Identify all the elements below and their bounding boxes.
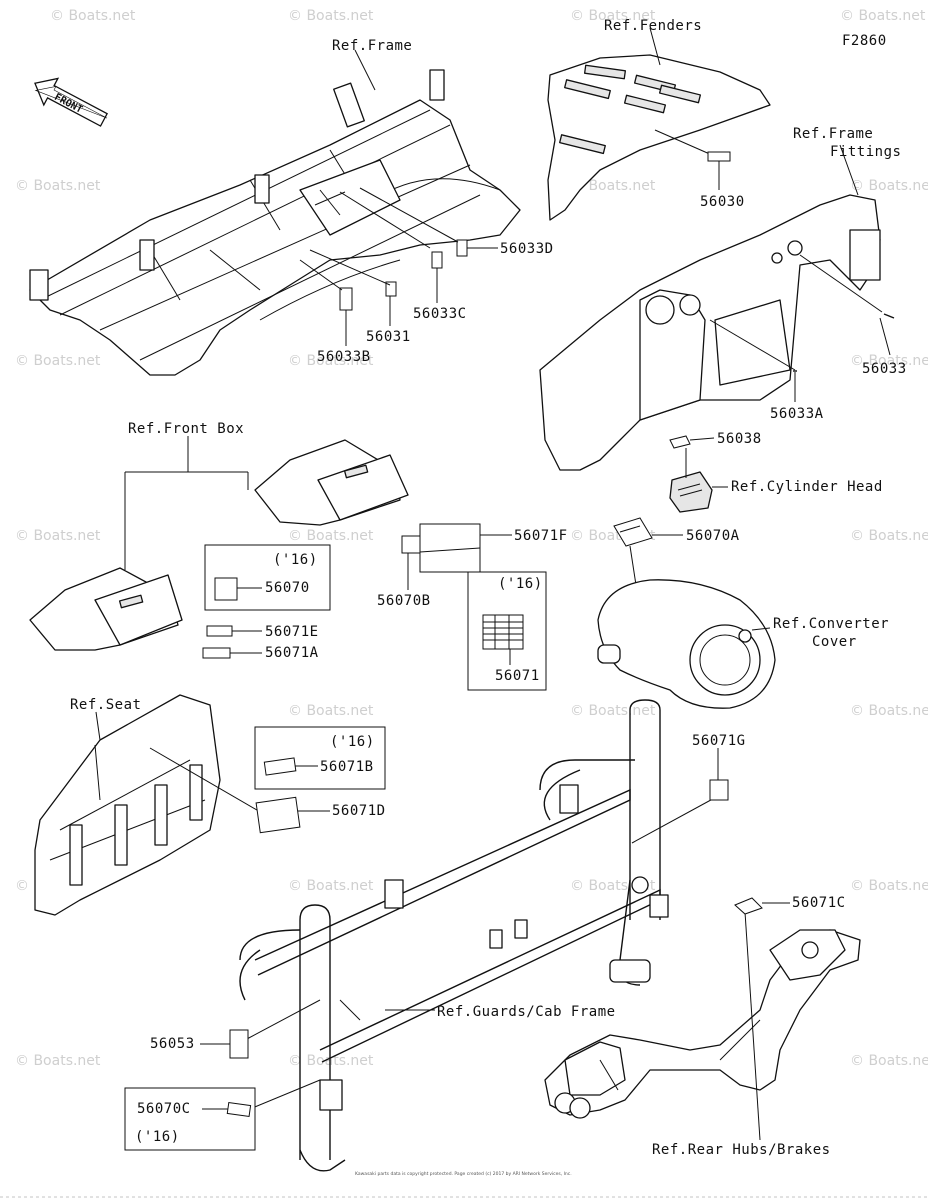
decal-56033: [883, 313, 895, 319]
group-56070C-box: [124, 1087, 256, 1151]
part-56070B: 56070B: [377, 593, 431, 609]
year-tag-56071: ('16): [498, 576, 543, 592]
watermark: © Boats.net: [288, 703, 374, 719]
decal-56033D: [456, 239, 468, 257]
figure-code: F2860: [842, 33, 887, 49]
watermark: © Boats.net: [15, 178, 101, 194]
group-56070-box: [204, 544, 331, 611]
frame-decals: [299, 187, 498, 346]
front-box-illustration: [29, 436, 409, 651]
ref-frame-label: Ref.Frame: [332, 38, 412, 54]
year-tag-56070: ('16): [273, 552, 318, 568]
part-56070: 56070: [265, 580, 310, 596]
part-56071D: 56071D: [332, 803, 386, 819]
part-56071E: 56071E: [265, 624, 319, 640]
fenders-illustration: [547, 27, 771, 221]
watermark: © Boats.net: [850, 703, 928, 719]
front-arrow-icon: FRONT: [34, 77, 108, 127]
part-56071G: 56071G: [692, 733, 746, 749]
decal-56031: [385, 281, 397, 297]
rear-hubs-brakes-illustration: [544, 911, 861, 1141]
watermark: © Boats.net: [288, 353, 374, 369]
ref-frame-fittings-label-2: Fittings: [830, 144, 901, 160]
part-56033B: 56033B: [317, 349, 371, 365]
watermark: © Boats.net: [288, 878, 374, 894]
watermark: © Boats.net: [15, 528, 101, 544]
watermark: © Boats.net: [15, 353, 101, 369]
part-56071F: 56071F: [514, 528, 568, 544]
decals-56071F-56070B: [401, 523, 512, 590]
cylinder-head-illustration: [669, 435, 728, 513]
part-56033: 56033: [862, 361, 907, 377]
ref-cylinder-head-label: Ref.Cylinder Head: [731, 479, 883, 495]
group-56071B-box: [254, 726, 386, 790]
part-56071: 56071: [495, 668, 540, 684]
part-56033A: 56033A: [770, 406, 824, 422]
ref-front-box-label: Ref.Front Box: [128, 421, 244, 437]
ref-fenders-label: Ref.Fenders: [604, 18, 702, 34]
year-tag-56071B: ('16): [330, 734, 375, 750]
watermark: © Boats.net: [288, 1053, 374, 1069]
part-56071A: 56071A: [265, 645, 319, 661]
frame-fittings-illustration: [539, 144, 891, 471]
watermark: © Boats.net: [570, 178, 656, 194]
year-tag-56070C: ('16): [135, 1129, 180, 1145]
part-56071C: 56071C: [792, 895, 846, 911]
ref-converter-cover-label-2: Cover: [812, 634, 857, 650]
watermark: © Boats.net: [850, 878, 928, 894]
watermark: © Boats.net: [288, 528, 374, 544]
group-56071-box: [467, 571, 547, 691]
decal-56033B: [339, 287, 353, 311]
watermark: © Boats.net: [850, 1053, 928, 1069]
watermark: © Boats.net: [50, 8, 136, 24]
footer-copyright: Kawasaki parts data is copyright protect…: [355, 1171, 572, 1177]
watermark: © Boats.net: [570, 8, 656, 24]
watermark: © Boats.net: [288, 8, 374, 24]
watermark: © Boats.net: [840, 8, 926, 24]
part-56031: 56031: [366, 329, 411, 345]
ref-seat-label: Ref.Seat: [70, 697, 141, 713]
frame-illustration: [29, 49, 521, 376]
watermark: © Boats.net: [850, 528, 928, 544]
decal-56038: [669, 435, 691, 449]
part-56071B: 56071B: [320, 759, 374, 775]
decal-56053: [229, 1029, 249, 1059]
decal-56070A: [613, 517, 653, 547]
guards-cab-frame-illustration: [239, 699, 721, 1172]
decal-56030: [707, 151, 731, 162]
ref-guards-cab-frame-label: Ref.Guards/Cab Frame: [437, 1004, 616, 1020]
decals-56071E-56071A: [202, 625, 262, 659]
seat-illustration: [34, 694, 263, 916]
part-56070C: 56070C: [137, 1101, 191, 1117]
part-56033C: 56033C: [413, 306, 467, 322]
decal-56033C: [431, 251, 443, 269]
watermark: © Boats.net: [850, 178, 928, 194]
part-56070A: 56070A: [686, 528, 740, 544]
watermark: © Boats.net: [15, 1053, 101, 1069]
decal-56071C: [734, 897, 763, 915]
converter-cover-illustration: [597, 517, 776, 709]
ref-converter-cover-label-1: Ref.Converter: [773, 616, 889, 632]
part-56030: 56030: [700, 194, 745, 210]
watermark: © Boats.net: [850, 353, 928, 369]
part-56053: 56053: [150, 1036, 195, 1052]
decal-56071D: [255, 796, 301, 834]
part-56038: 56038: [717, 431, 762, 447]
watermark: © Boats.net: [570, 703, 656, 719]
part-56033D: 56033D: [500, 241, 554, 257]
ref-rear-hubs-brakes-label: Ref.Rear Hubs/Brakes: [652, 1142, 831, 1158]
decal-56071G: [709, 779, 729, 801]
ref-frame-fittings-label-1: Ref.Frame: [793, 126, 873, 142]
